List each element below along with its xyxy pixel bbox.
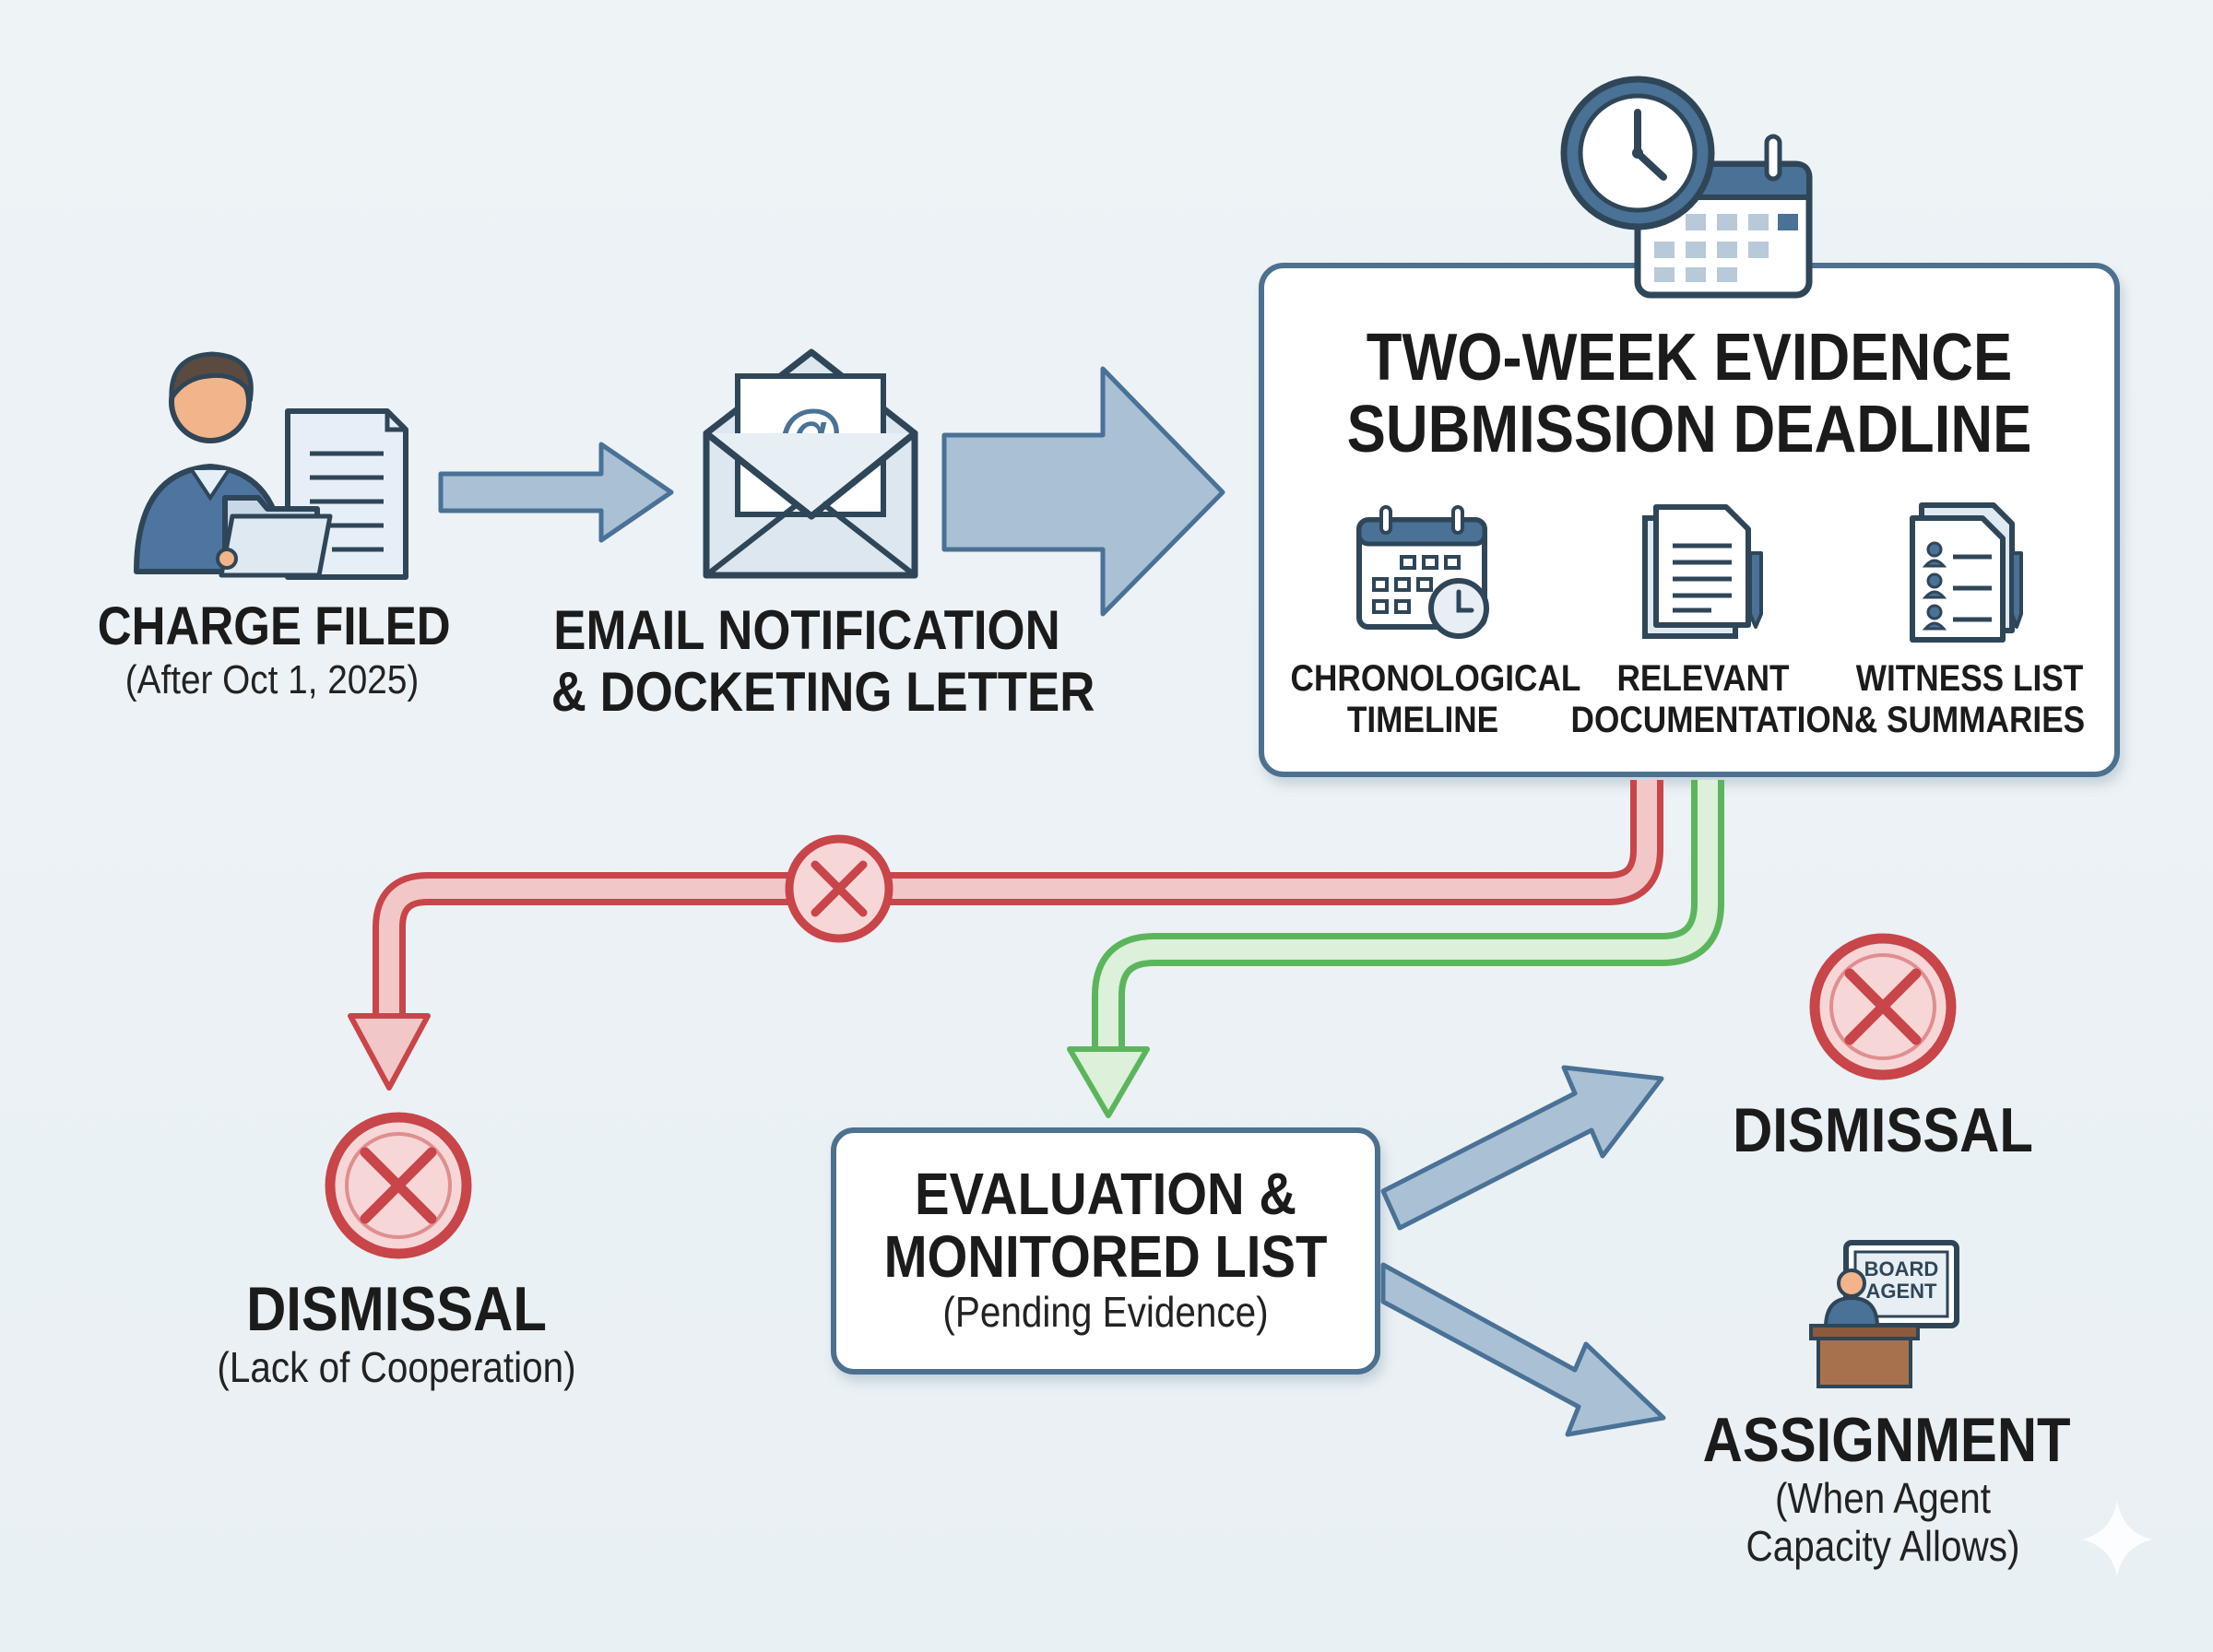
- dismissal-cooperation-title: DISMISSAL: [246, 1274, 547, 1344]
- dismissal-label: DISMISSAL: [1710, 1095, 2054, 1165]
- evaluation-subtitle: (Pending Evidence): [942, 1287, 1269, 1336]
- arrow-to-dismissal: [1380, 1065, 1664, 1231]
- deadline-item-label-line2: DOCUMENTATION: [1570, 699, 1855, 740]
- acceptance-path: [1067, 780, 1724, 1118]
- flow-arrow-email-to-deadline: [941, 366, 1225, 617]
- sign-line-1: BOARD: [1864, 1257, 1939, 1280]
- assignment-subtitle-line1: (When Agent: [1774, 1474, 1992, 1523]
- deadline-item-label-line2: TIMELINE: [1346, 699, 1499, 740]
- email-notification-line1: EMAIL NOTIFICATION: [553, 599, 1060, 661]
- sparkle-watermark-icon: [2082, 1501, 2152, 1576]
- arrow-to-assignment: [1380, 1262, 1666, 1437]
- charge-filed-title: CHARGE FILED: [97, 596, 451, 656]
- sign-line-2: AGENT: [1866, 1280, 1938, 1303]
- charge-filed-subtitle: (After Oct 1, 2025): [124, 656, 420, 702]
- deadline-item-label-line2: & SUMMARIES: [1853, 699, 2086, 740]
- dismissal-cooperation-label: DISMISSAL (Lack of Cooperation): [177, 1274, 615, 1392]
- dismissal-title: DISMISSAL: [1733, 1095, 2033, 1165]
- witness-list-icon: [1910, 502, 2023, 643]
- deadline-title: TWO-WEEK EVIDENCE SUBMISSION DEADLINE: [1320, 321, 2057, 466]
- evaluation-line2: MONITORED LIST: [883, 1222, 1328, 1290]
- evaluation-box: [831, 1127, 1380, 1375]
- board-agent-icon: BOARD AGENT: [1809, 1240, 1959, 1388]
- charge-filed-label: CHARGE FILED (After Oct 1, 2025): [97, 596, 451, 702]
- evaluation-line1: EVALUATION &: [914, 1161, 1297, 1227]
- reject-x-icon: [785, 834, 893, 943]
- documents-pen-icon: [1642, 504, 1763, 639]
- assignment-subtitle-line2: Capacity Allows): [1746, 1521, 2020, 1570]
- deadline-item-documentation: RELEVANT DOCUMENTATION: [1570, 658, 1855, 741]
- assignment-label: ASSIGNMENT (When Agent Capacity Allows): [1702, 1405, 2071, 1570]
- rejection-path: [348, 780, 1663, 1091]
- deadline-title-line2: SUBMISSION DEADLINE: [1346, 392, 2032, 466]
- dismissal-x-icon-right: [1809, 933, 1957, 1080]
- deadline-item-timeline: CHRONOLOGICAL TIMELINE: [1290, 658, 1581, 741]
- assignment-title: ASSIGNMENT: [1702, 1405, 2071, 1475]
- clock-calendar-icon: [1560, 76, 1813, 299]
- email-notification-line2: & DOCKETING LETTER: [550, 661, 1095, 724]
- calendar-clock-icon: [1356, 505, 1489, 639]
- person-with-documents-icon: [134, 351, 408, 580]
- email-notification-label: EMAIL NOTIFICATION & DOCKETING LETTER: [550, 599, 1095, 724]
- evaluation-label: EVALUATION & MONITORED LIST (Pending Evi…: [866, 1161, 1344, 1336]
- deadline-item-label-line1: WITNESS LIST: [1855, 658, 2084, 699]
- flow-arrow-charge-to-email: [438, 442, 674, 543]
- dismissal-cooperation-subtitle: (Lack of Cooperation): [217, 1343, 576, 1392]
- dismissal-x-icon-left: [325, 1112, 472, 1259]
- deadline-item-label-line1: RELEVANT: [1616, 658, 1790, 699]
- deadline-item-label-line1: CHRONOLOGICAL: [1290, 658, 1581, 699]
- envelope-email-icon: @: [703, 348, 918, 579]
- deadline-title-line1: TWO-WEEK EVIDENCE: [1366, 321, 2013, 395]
- deadline-item-witness: WITNESS LIST & SUMMARIES: [1841, 658, 2098, 741]
